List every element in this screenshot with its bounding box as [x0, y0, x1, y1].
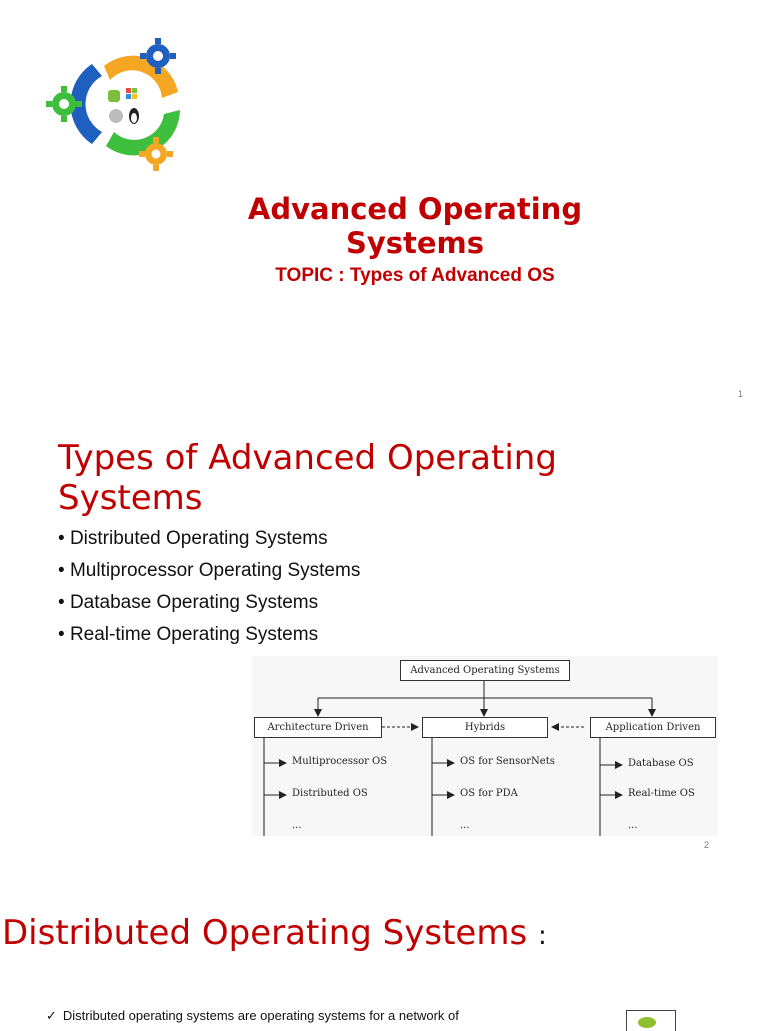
slide-title-text: Distributed Operating Systems — [2, 913, 528, 953]
diagram-branch: Architecture Driven — [254, 717, 382, 738]
types-slide: Types of Advanced Operating Systems Dist… — [0, 410, 768, 855]
gear-icon — [46, 86, 82, 122]
bullet-list: Distributed Operating Systems Multiproce… — [58, 526, 360, 654]
os-hierarchy-diagram: Advanced Operating Systems Architecture … — [252, 656, 718, 836]
gear-icon — [140, 38, 176, 74]
deck-topic: TOPIC : Types of Advanced OS — [275, 265, 555, 286]
list-item: Distributed Operating Systems — [58, 526, 360, 558]
diagram-connectors — [263, 681, 656, 836]
logo-icon — [638, 1017, 656, 1028]
diagram-leaf: ... — [292, 820, 302, 831]
page-number: 1 — [738, 389, 744, 399]
deck-title: Advanced Operating Systems — [247, 192, 583, 260]
distributed-slide: Distributed Operating Systems : ✓ Distrib… — [0, 855, 768, 1031]
diagram-leaf: ... — [628, 820, 638, 831]
diagram-leaf: ... — [460, 820, 470, 831]
diagram-leaf: OS for PDA — [460, 788, 518, 799]
list-item: Real-time Operating Systems — [58, 622, 360, 654]
diagram-leaf: Database OS — [628, 758, 694, 769]
slide-title-colon: : — [537, 921, 547, 951]
diagram-leaf: Real-time OS — [628, 788, 695, 799]
slide-title: Types of Advanced Operating Systems — [58, 438, 557, 518]
list-item: Database Operating Systems — [58, 590, 360, 622]
slide-title: Distributed Operating Systems : — [2, 913, 547, 956]
diagram-branch: Application Driven — [590, 717, 716, 738]
windows-icon — [126, 88, 137, 99]
diagram-root: Advanced Operating Systems — [400, 660, 570, 681]
os-logo — [46, 38, 180, 171]
diagram-branch: Hybrids — [422, 717, 548, 738]
diagram-leaf: Multiprocessor OS — [292, 756, 388, 767]
diagram-leaf: Distributed OS — [292, 788, 368, 799]
android-icon — [108, 90, 120, 102]
linux-icon — [129, 108, 139, 124]
list-item: Multiprocessor Operating Systems — [58, 558, 360, 590]
thumbnail-image — [626, 1010, 676, 1031]
diagram-leaf: OS for SensorNets — [460, 756, 555, 767]
body-line: Distributed operating systems are operat… — [62, 1008, 459, 1023]
gear-icon — [139, 137, 173, 171]
body-text: ✓ Distributed operating systems are opera… — [46, 1008, 566, 1024]
apple-icon — [109, 109, 123, 123]
checkmark-icon: ✓ — [46, 1009, 57, 1024]
page-number: 2 — [704, 840, 710, 850]
title-slide: Advanced Operating Systems TOPIC : Types… — [0, 0, 768, 410]
